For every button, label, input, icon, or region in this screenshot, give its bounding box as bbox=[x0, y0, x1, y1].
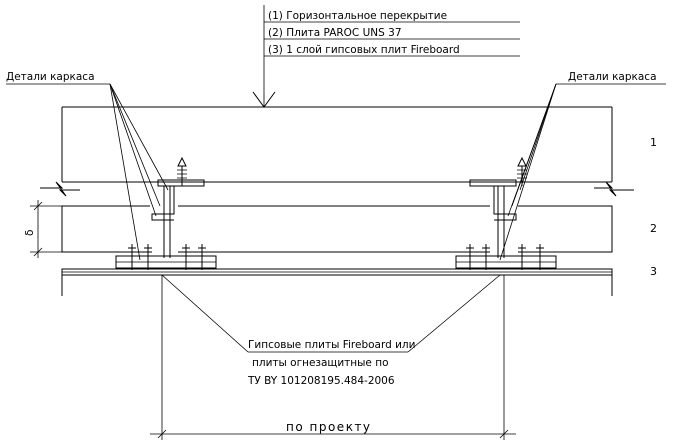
legend-item-2: (2) Плита PAROC UNS 37 bbox=[268, 27, 402, 39]
fireboard-label-line-2: плиты огнезащитные по bbox=[252, 357, 389, 369]
callout-fireboard: Гипсовые плиты Fireboard или плиты огнез… bbox=[161, 274, 501, 387]
thickness-symbol: δ bbox=[24, 230, 36, 236]
layer-number-1: 1 bbox=[650, 136, 657, 149]
callout-frame-left-label: Детали каркаса bbox=[6, 71, 95, 83]
span-dimension: по проекту bbox=[150, 275, 516, 440]
fireboard-layer bbox=[61, 268, 613, 296]
callout-frame-right: Детали каркаса bbox=[499, 71, 666, 261]
legend: (1) Горизонтальное перекрытие (2) Плита … bbox=[252, 5, 520, 108]
span-label: по проекту bbox=[286, 420, 372, 434]
legend-item-3: (3) 1 слой гипсовых плит Fireboard bbox=[268, 44, 460, 56]
frame-node-left bbox=[115, 156, 217, 270]
layer-number-2: 2 bbox=[650, 222, 657, 235]
layer-number-3: 3 bbox=[650, 265, 657, 278]
fireboard-label-line-1: Гипсовые плиты Fireboard или bbox=[248, 339, 415, 351]
concrete-slab bbox=[40, 106, 634, 197]
frame-node-right bbox=[455, 156, 557, 270]
legend-item-1: (1) Горизонтальное перекрытие bbox=[268, 10, 447, 22]
callout-frame-left: Детали каркаса bbox=[6, 71, 169, 261]
callout-frame-right-label: Детали каркаса bbox=[568, 71, 657, 83]
thickness-dimension: δ bbox=[24, 200, 62, 258]
fireboard-label-line-3: ТУ BY 101208195.484-2006 bbox=[247, 375, 395, 387]
